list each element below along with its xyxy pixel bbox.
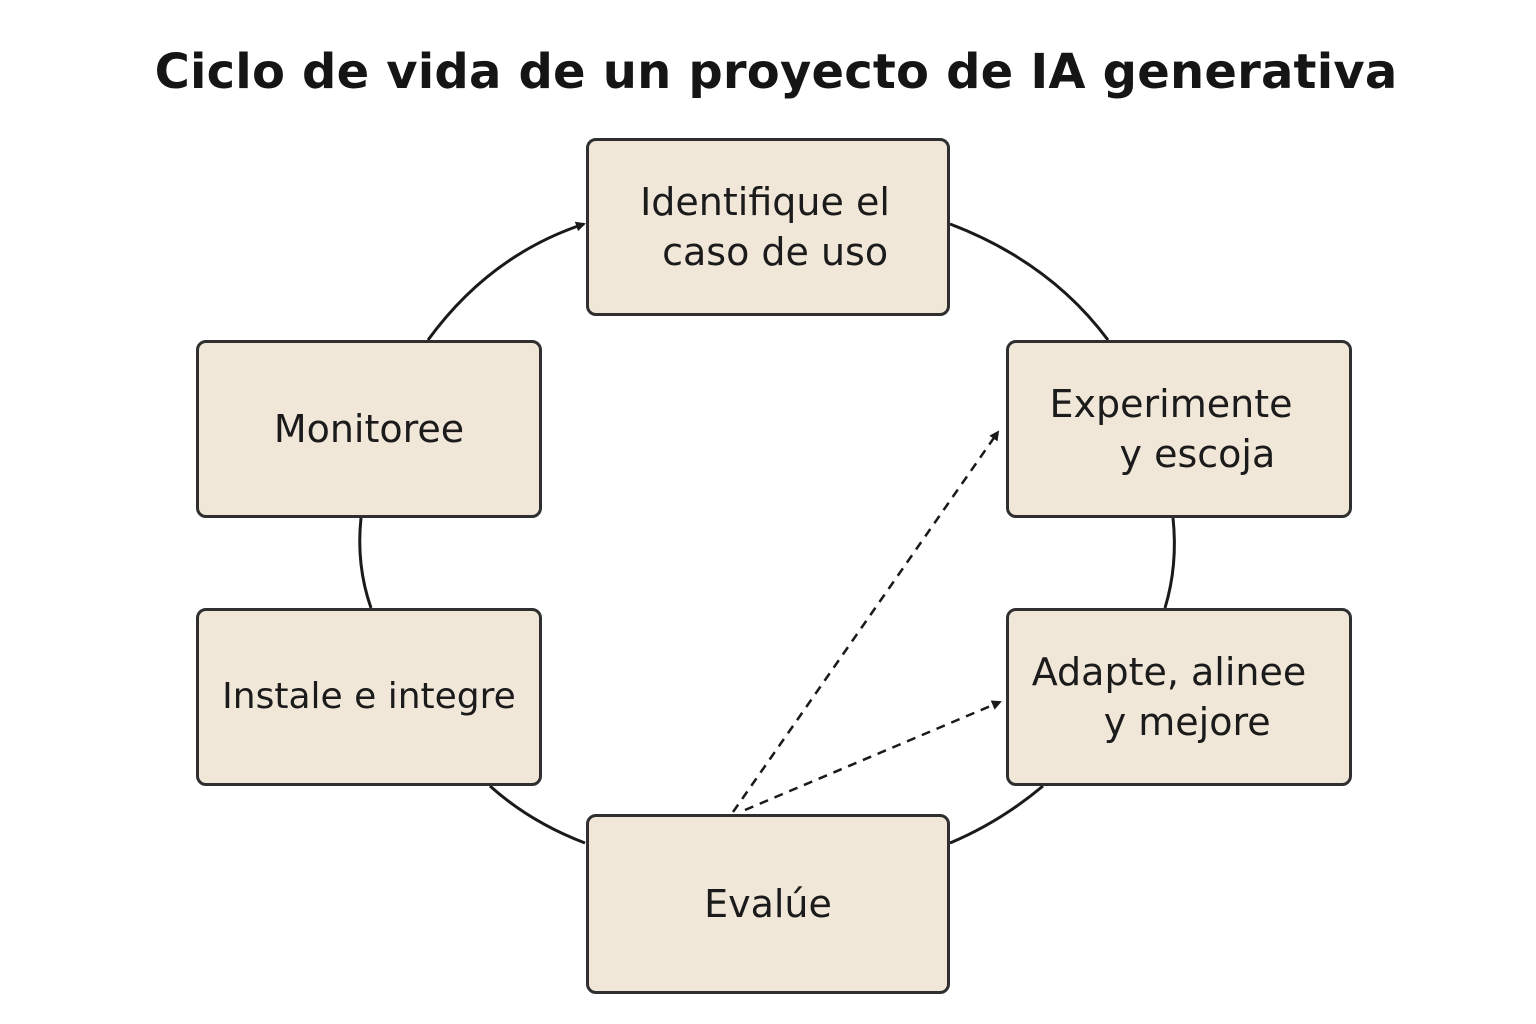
dashed-arrow-evaluate-to-adapt (744, 700, 1002, 812)
diagram-title: Ciclo de vida de un proyecto de IA gener… (154, 44, 1398, 100)
step-evaluate-label: Evalúe (704, 882, 832, 926)
step-identify-line1: Identifique el (640, 180, 890, 224)
arc-identify-to-experiment (949, 222, 1110, 341)
arc-adapt-to-evaluate (949, 784, 1044, 845)
dashed-arrow-evaluate-to-experiment (731, 430, 1000, 813)
arc-deploy-to-monitor (358, 517, 373, 609)
step-identify-use-case[interactable]: Identifique el caso de uso (586, 138, 950, 316)
step-experiment-choose[interactable]: Experimente y escoja (1006, 340, 1352, 518)
step-deploy-integrate[interactable]: Instale e integre (196, 608, 542, 786)
arc-experiment-to-adapt (1163, 517, 1176, 609)
step-experiment-line2: y escoja (1119, 432, 1276, 476)
step-experiment-line1: Experimente (1049, 382, 1293, 426)
step-identify-line2: caso de uso (662, 230, 889, 274)
step-deploy-label: Instale e integre (222, 676, 516, 717)
arc-monitor-to-identify (426, 221, 586, 341)
step-evaluate[interactable]: Evalúe (586, 814, 950, 994)
step-monitor[interactable]: Monitoree (196, 340, 542, 518)
arc-evaluate-to-deploy (488, 784, 586, 845)
step-adapt-align-improve[interactable]: Adapte, alinee y mejore (1006, 608, 1352, 786)
step-monitor-label: Monitoree (273, 407, 465, 451)
step-adapt-line1: Adapte, alinee (1031, 650, 1307, 694)
step-adapt-line2: y mejore (1103, 700, 1271, 744)
